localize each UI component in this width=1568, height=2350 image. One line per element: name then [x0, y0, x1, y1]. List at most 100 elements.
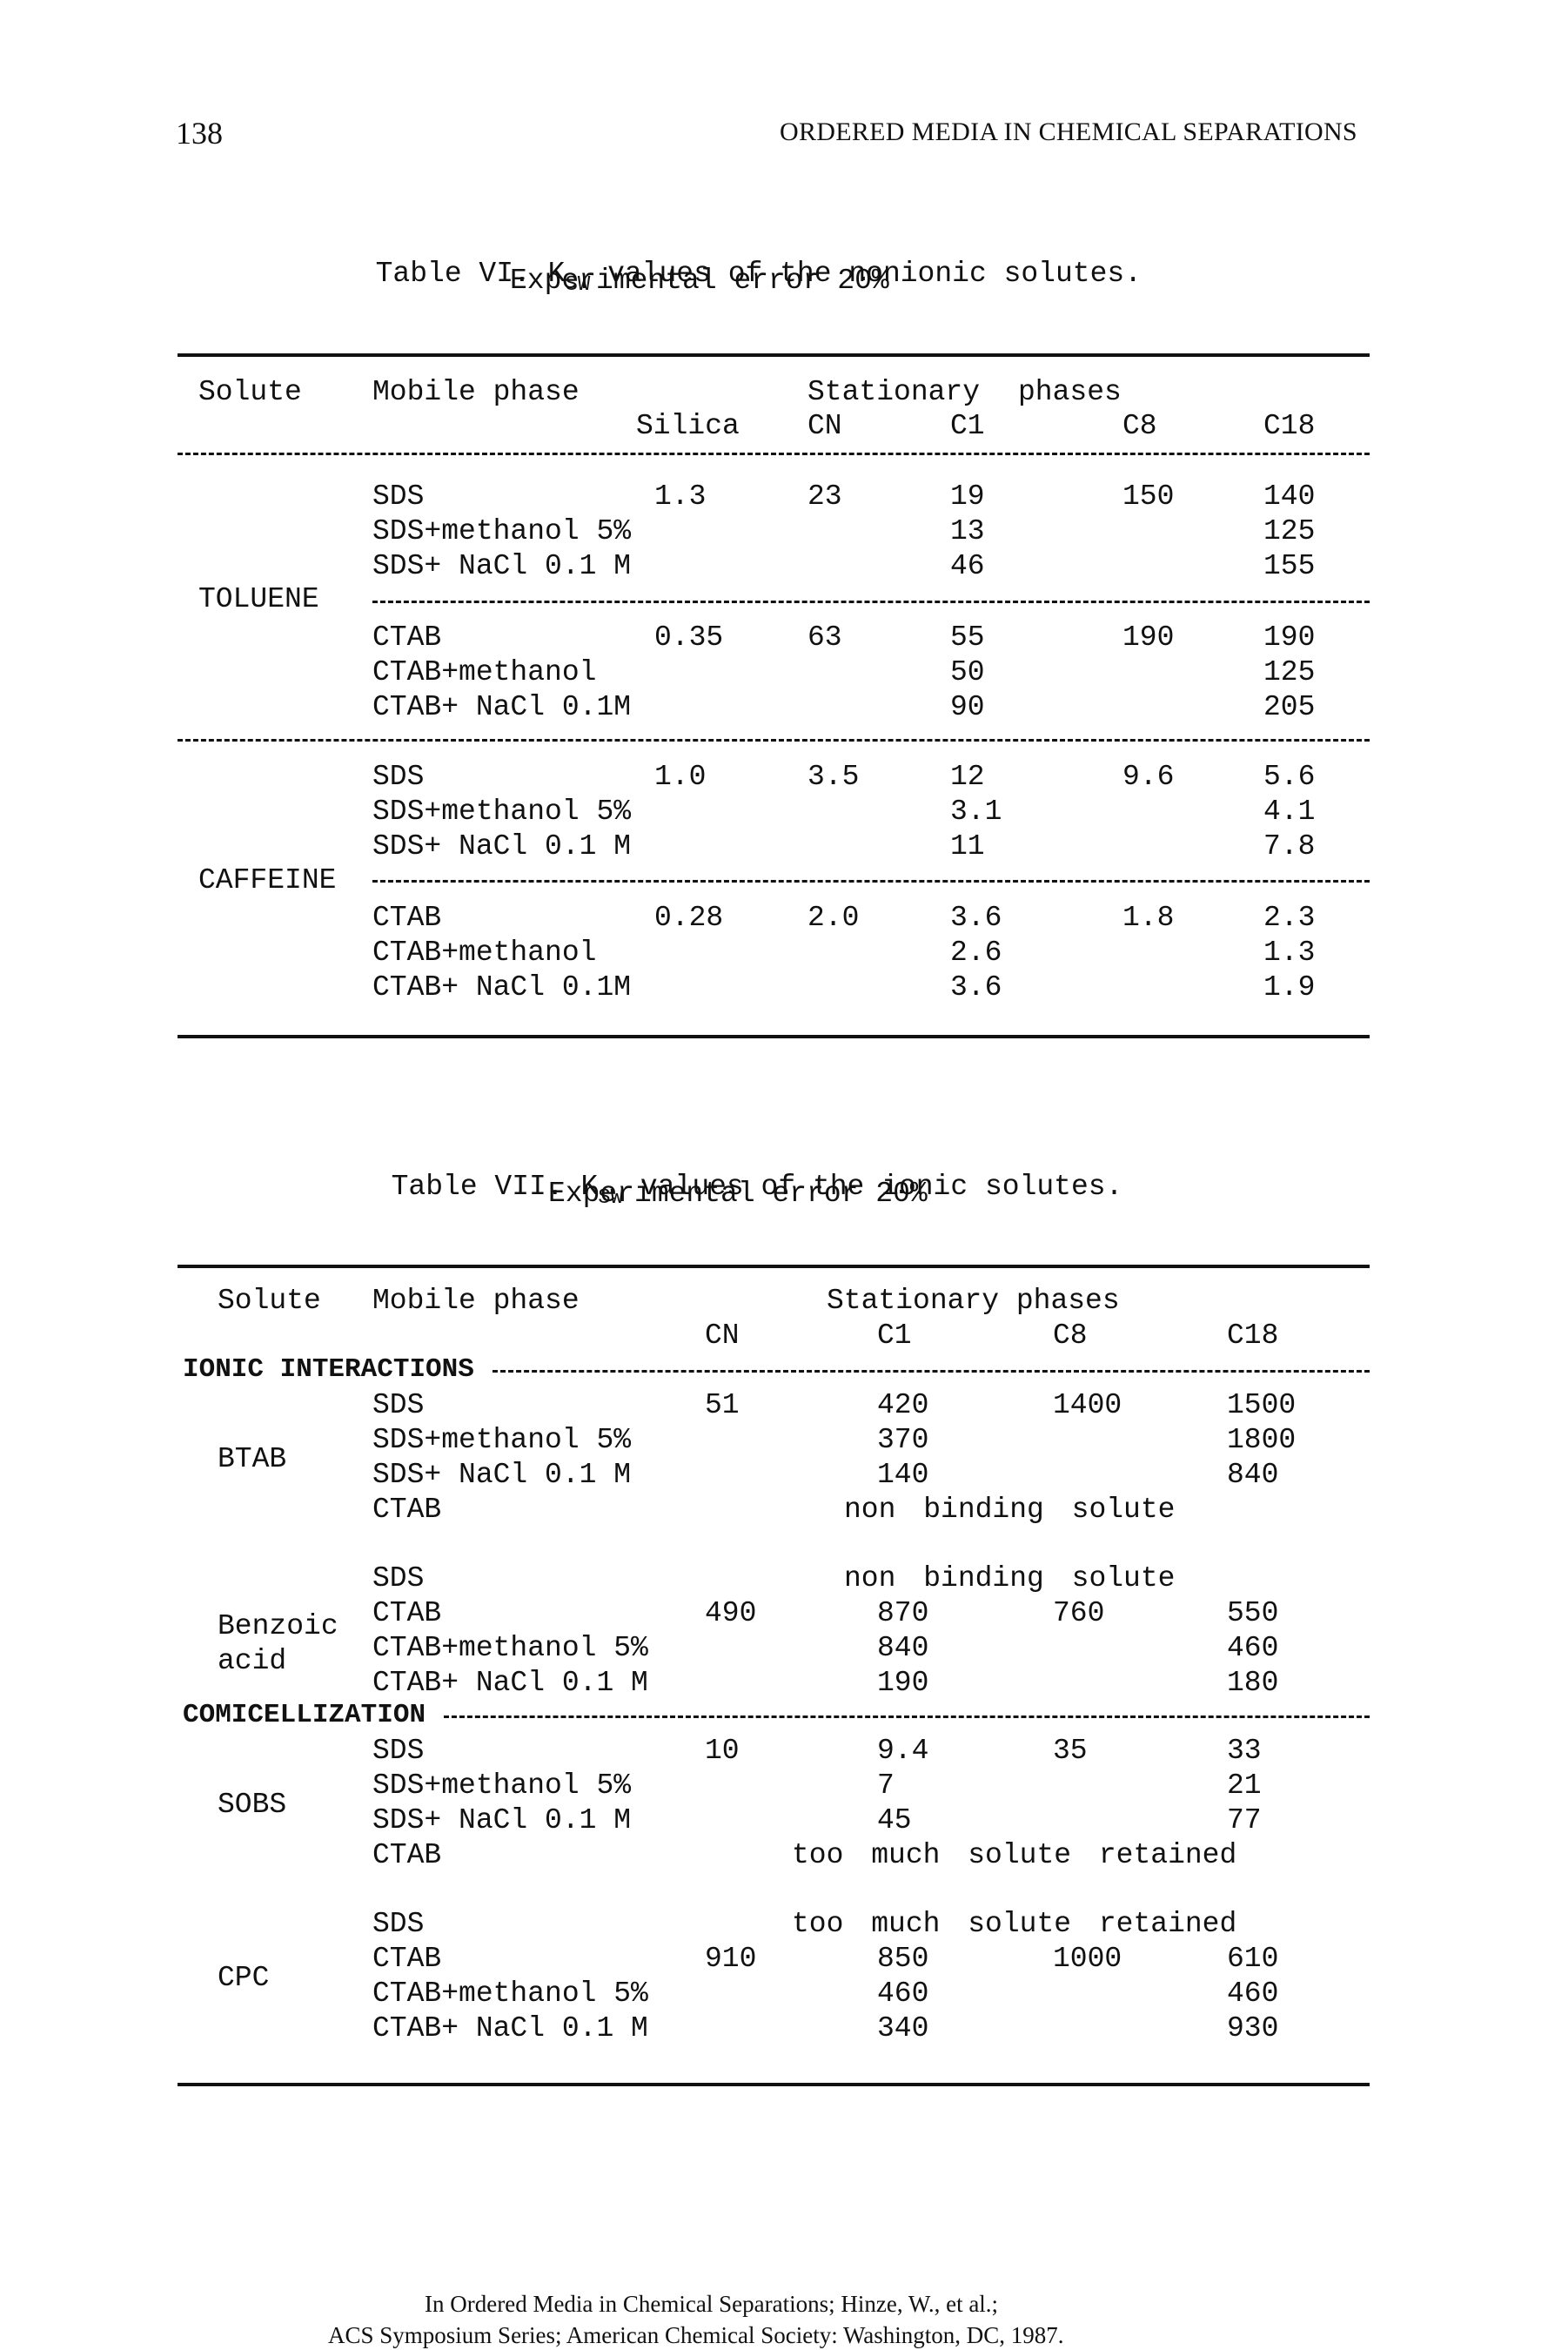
- table7-caption-label: Table VII.: [391, 1171, 564, 1203]
- t6-cell-mobile: CTAB+methanol: [372, 656, 597, 688]
- t7-cell-c18: 180: [1227, 1667, 1279, 1699]
- t7-cell-c1: 460: [877, 1977, 929, 2010]
- page-number: 138: [176, 116, 223, 151]
- t7-cell-c1: 840: [877, 1632, 929, 1664]
- t7-cell-c8: 1000: [1053, 1943, 1122, 1975]
- t7-section-dash: [444, 1716, 1370, 1718]
- citation-line-2: ACS Symposium Series; American Chemical …: [328, 2322, 1064, 2348]
- table6-caption-label: Table VI.: [375, 258, 531, 290]
- t6-head-c1: C1: [950, 410, 985, 442]
- t6-cell-mobile: CTAB+ NaCl 0.1M: [372, 971, 632, 1004]
- t6-cell-silica: 1.0: [654, 761, 707, 793]
- t7-head-solute: Solute: [218, 1285, 321, 1317]
- t7-cell-c1: 870: [877, 1597, 929, 1629]
- t6-cell-mobile: CTAB: [372, 621, 442, 654]
- t7-cell-c18: 1800: [1227, 1424, 1297, 1456]
- t6-cell-c18: 155: [1263, 550, 1316, 582]
- t7-cell-c1: 420: [877, 1389, 929, 1421]
- t7-cell-note: too much solute retained: [792, 1908, 1237, 1940]
- t7-cell-mobile: SDS+ NaCl 0.1 M: [372, 1459, 632, 1491]
- t6-cell-mobile: SDS+methanol 5%: [372, 515, 632, 547]
- t6-head-dash: [178, 453, 1370, 455]
- t6-cell-mobile: CTAB+ NaCl 0.1M: [372, 691, 632, 723]
- t6-cell-c8: 9.6: [1122, 761, 1175, 793]
- t6-solute: CAFFEINE: [198, 864, 337, 896]
- table7-caption-k: K: [580, 1171, 599, 1203]
- t6-cell-c18: 140: [1263, 480, 1316, 513]
- t6-cell-cn: 23: [807, 480, 842, 513]
- t7-cell-mobile: SDS: [372, 1562, 425, 1595]
- t7-cell-c1: 7: [877, 1769, 895, 1802]
- t7-section-title: COMICELLIZATION: [183, 1700, 426, 1730]
- t7-solute: acid: [218, 1645, 287, 1677]
- t6-cell-mobile: SDS: [372, 761, 425, 793]
- t7-solute: BTAB: [218, 1443, 287, 1475]
- t7-head-c18: C18: [1227, 1319, 1279, 1352]
- t6-cell-c18: 4.1: [1263, 796, 1316, 828]
- t6-cell-c8: 150: [1122, 480, 1175, 513]
- t7-bottom-rule: [178, 2083, 1370, 2086]
- t6-cell-c1: 19: [950, 480, 985, 513]
- t7-cell-c1: 190: [877, 1667, 929, 1699]
- t7-top-rule: [178, 1265, 1370, 1268]
- t6-cell-silica: 1.3: [654, 480, 707, 513]
- t7-head-stationary: Stationary phases: [827, 1285, 1120, 1317]
- t6-head-cn: CN: [807, 410, 842, 442]
- t7-head-mobile: Mobile phase: [372, 1285, 580, 1317]
- t6-cell-mobile: CTAB+methanol: [372, 937, 597, 969]
- t6-cell-c18: 1.3: [1263, 937, 1316, 969]
- running-title: ORDERED MEDIA IN CHEMICAL SEPARATIONS: [780, 118, 1357, 146]
- t6-cell-c1: 50: [950, 656, 985, 688]
- t7-head-cn: CN: [705, 1319, 740, 1352]
- t7-section-dash: [493, 1370, 1370, 1373]
- t7-cell-mobile: SDS+methanol 5%: [372, 1424, 632, 1456]
- table7-caption: Table VII. KSW values of the ionic solut…: [357, 1144, 1123, 1209]
- t7-cell-mobile: SDS: [372, 1908, 425, 1940]
- t6-cell-silica: 0.28: [654, 902, 724, 934]
- t7-cell-c18: 21: [1227, 1769, 1262, 1802]
- t6-cell-c1: 46: [950, 550, 985, 582]
- t7-cell-mobile: CTAB: [372, 1597, 442, 1629]
- t7-cell-c1: 370: [877, 1424, 929, 1456]
- t7-cell-c18: 1500: [1227, 1389, 1297, 1421]
- t6-cell-cn: 3.5: [807, 761, 860, 793]
- t7-cell-c18: 77: [1227, 1804, 1262, 1836]
- t7-cell-mobile: CTAB: [372, 1494, 442, 1526]
- t6-dash-caffeine: [372, 880, 1370, 883]
- table6-caption-k: K: [547, 258, 566, 290]
- t6-cell-cn: 63: [807, 621, 842, 654]
- t7-cell-c18: 550: [1227, 1597, 1279, 1629]
- t6-cell-c1: 11: [950, 830, 985, 863]
- table7-caption-line2: Experimental error 20%: [548, 1178, 928, 1210]
- t7-cell-mobile: SDS: [372, 1735, 425, 1767]
- t7-cell-c18: 460: [1227, 1977, 1279, 2010]
- t7-cell-mobile: CTAB+ NaCl 0.1 M: [372, 1667, 648, 1699]
- t6-cell-cn: 2.0: [807, 902, 860, 934]
- table7-caption-sub: SW: [598, 1186, 624, 1210]
- t6-head-phases: phases: [1018, 376, 1122, 408]
- t7-solute: Benzoic: [218, 1610, 338, 1642]
- t6-cell-c1: 3.6: [950, 971, 1002, 1004]
- t7-cell-c1: 140: [877, 1459, 929, 1491]
- t7-cell-c18: 460: [1227, 1632, 1279, 1664]
- t7-cell-mobile: CTAB+ NaCl 0.1 M: [372, 2012, 648, 2044]
- t6-cell-c1: 3.6: [950, 902, 1002, 934]
- t7-cell-mobile: CTAB+methanol 5%: [372, 1977, 648, 2010]
- t7-cell-mobile: SDS: [372, 1389, 425, 1421]
- t6-cell-c1: 3.1: [950, 796, 1002, 828]
- t6-cell-silica: 0.35: [654, 621, 724, 654]
- t7-cell-c1: 340: [877, 2012, 929, 2044]
- t7-section-title: IONIC INTERACTIONS: [183, 1354, 474, 1385]
- t7-cell-cn: 910: [705, 1943, 757, 1975]
- table6-caption-text: values of the nonionic solutes.: [607, 258, 1142, 290]
- t6-head-silica: Silica: [636, 410, 740, 442]
- t6-cell-c18: 1.9: [1263, 971, 1316, 1004]
- t6-head-solute: Solute: [198, 376, 302, 408]
- t7-cell-c8: 760: [1053, 1597, 1105, 1629]
- t6-head-mobile: Mobile phase: [372, 376, 580, 408]
- t7-cell-cn: 490: [705, 1597, 757, 1629]
- t7-cell-note: too much solute retained: [792, 1839, 1237, 1871]
- t6-cell-c1: 55: [950, 621, 985, 654]
- t6-cell-mobile: SDS+methanol 5%: [372, 796, 632, 828]
- t7-cell-c1: 850: [877, 1943, 929, 1975]
